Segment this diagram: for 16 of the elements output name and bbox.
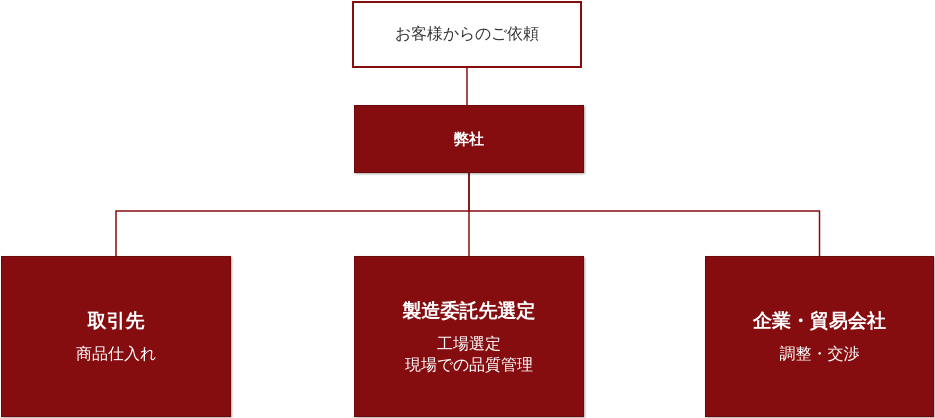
company-box: [354, 105, 584, 173]
node-description: 商品仕入れ: [76, 344, 156, 365]
node-title: 製造委託先選定: [402, 298, 536, 324]
request-box: [352, 1, 582, 68]
node-title: 弊社: [454, 130, 484, 148]
node-description: 現場での品質管理: [405, 354, 533, 376]
connector-line: [468, 173, 820, 256]
node-title: お客様からのご依頼: [395, 24, 539, 45]
node-description: 工場選定: [437, 334, 501, 354]
node-title: 取引先: [88, 309, 144, 334]
partner-box: [705, 256, 934, 417]
partner-box: [354, 256, 584, 417]
connector-line: [466, 68, 470, 107]
partner-box: [1, 256, 231, 417]
node-description: 調整・交渉: [780, 344, 860, 365]
node-title: 企業・貿易会社: [753, 309, 886, 334]
